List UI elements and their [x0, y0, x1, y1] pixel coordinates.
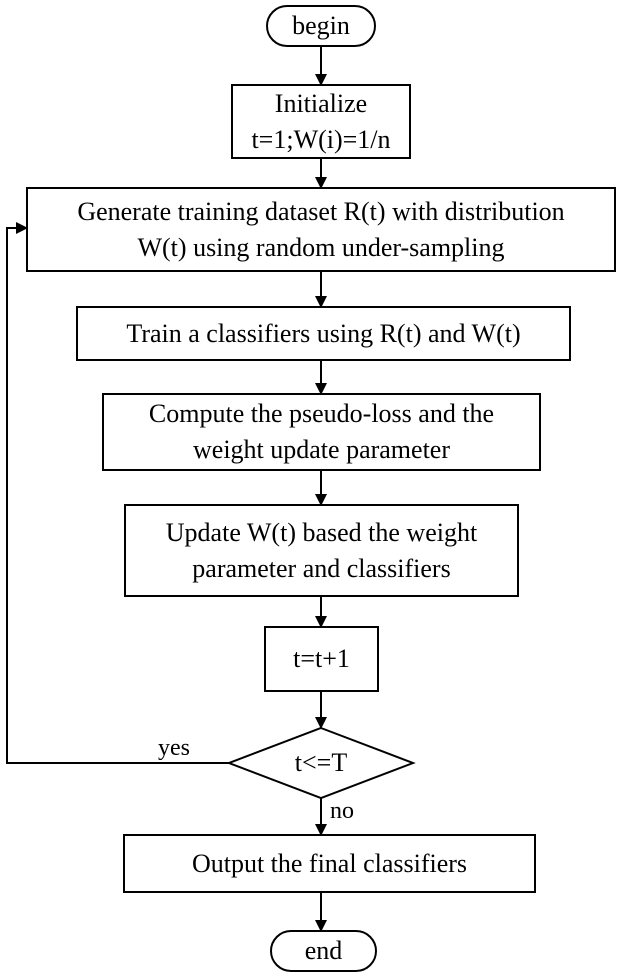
- generate-line-1: Generate training dataset R(t) with dist…: [77, 196, 565, 226]
- update-line-2: parameter and classifiers: [192, 553, 451, 583]
- begin-text: begin: [292, 11, 350, 40]
- end-text: end: [304, 936, 343, 965]
- compute-line-2: weight update parameter: [193, 435, 450, 464]
- initialize-box: [231, 84, 411, 159]
- loop-back-arrow-yes: [6, 222, 229, 764]
- output-box: [123, 834, 536, 893]
- train-box: [76, 306, 571, 361]
- increment-label: t=t+1: [265, 627, 378, 691]
- yes-label: yes: [158, 735, 190, 761]
- initialize-line-1: Initialize: [274, 88, 368, 118]
- begin-label: begin: [267, 6, 375, 46]
- generate-label: Generate training dataset R(t) with dist…: [27, 188, 615, 271]
- compute-label: Compute the pseudo-loss and the weight u…: [103, 394, 540, 470]
- train-label: Train a classifiers using R(t) and W(t): [77, 307, 570, 360]
- train-text: Train a classifiers using R(t) and W(t): [126, 318, 521, 348]
- update-label: Update W(t) based the weight parameter a…: [125, 505, 518, 596]
- initialize-line-2: t=1;W(i)=1/n: [251, 124, 391, 154]
- decision-label: t<=T: [229, 743, 413, 783]
- output-text: Output the final classifiers: [191, 848, 468, 878]
- initialize-label: Initialize t=1;W(i)=1/n: [232, 85, 410, 158]
- increment-text: t=t+1: [293, 644, 350, 673]
- update-line-1: Update W(t) based the weight: [165, 517, 478, 547]
- no-label: no: [330, 798, 354, 824]
- compute-line-1: Compute the pseudo-loss and the: [148, 399, 495, 428]
- generate-line-2: W(t) using random under-sampling: [137, 232, 505, 262]
- decision-text: t<=T: [294, 748, 348, 777]
- output-label: Output the final classifiers: [124, 835, 535, 892]
- end-label: end: [271, 931, 376, 971]
